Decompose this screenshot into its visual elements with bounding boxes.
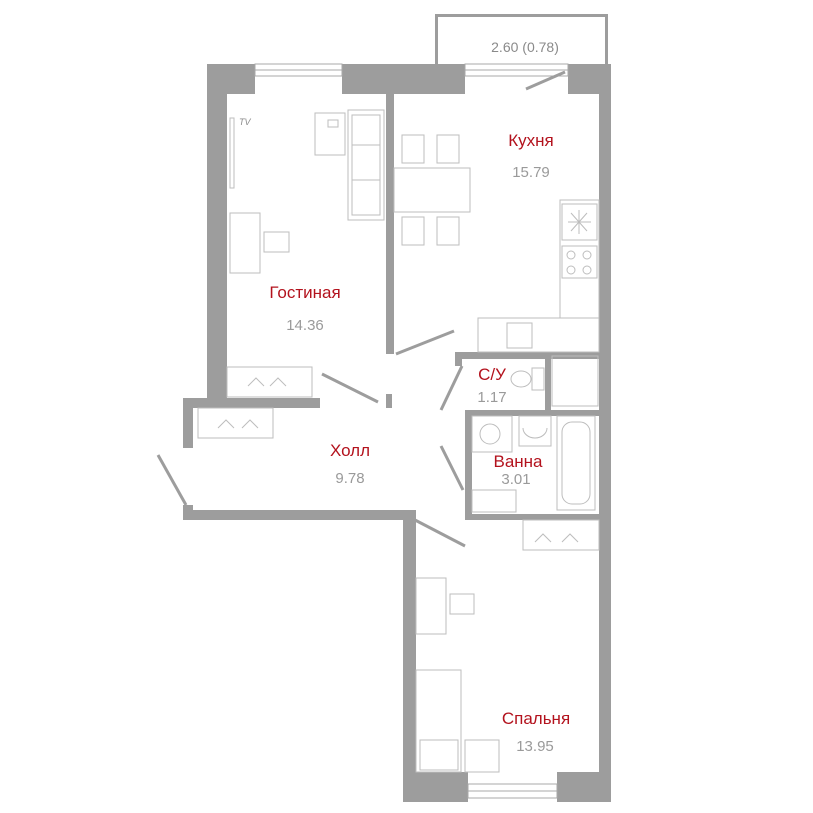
walls: [183, 64, 611, 802]
balcony: 2.60 (0.78): [435, 14, 608, 66]
wc-area: 1.17: [477, 389, 506, 406]
room-labels: Кухня 15.79 Гостиная 14.36 С/У 1.17 Холл…: [269, 131, 570, 755]
bath-area: 3.01: [501, 471, 530, 488]
doors: [156, 70, 566, 548]
living-room-area: 14.36: [286, 317, 324, 334]
bath-name: Ванна: [493, 452, 543, 471]
bedroom-area: 13.95: [516, 738, 554, 755]
kitchen-name: Кухня: [508, 131, 554, 150]
bathroom-fixtures: [471, 355, 599, 513]
bedroom-name: Спальня: [502, 709, 570, 728]
bedroom-furniture: [415, 519, 600, 773]
hall-area: 9.78: [335, 470, 364, 487]
wc-name: С/У: [478, 365, 506, 384]
balcony-area-label: 2.60 (0.78): [491, 39, 559, 55]
tv-label: TV: [239, 117, 251, 127]
living-room-name: Гостиная: [269, 283, 340, 302]
kitchen-area: 15.79: [512, 164, 550, 181]
kitchen-furniture: [393, 134, 600, 353]
windows: [254, 63, 569, 799]
hall-name: Холл: [330, 441, 370, 460]
living-room-furniture: TV: [226, 109, 385, 398]
hall-furniture: [197, 407, 274, 439]
